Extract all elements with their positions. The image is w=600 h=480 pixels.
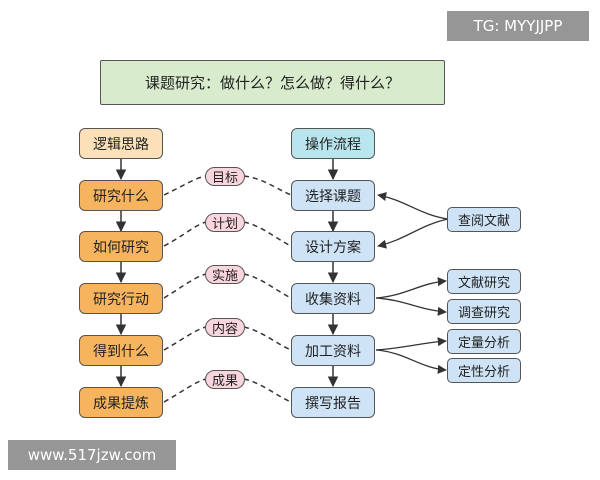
left-step-5: 成果提炼 — [79, 387, 163, 418]
link-tag-5: 成果 — [205, 370, 245, 389]
diagram-title: 课题研究：做什么？怎么做？得什么？ — [100, 60, 445, 105]
left-column-header: 逻辑思路 — [79, 128, 163, 159]
analysis-method-arrows — [375, 337, 447, 374]
left-step-3: 研究行动 — [79, 283, 163, 314]
dashed-links — [163, 175, 292, 403]
watermark-bottom-left: www.517jzw.com — [8, 440, 176, 470]
right-step-4: 加工资料 — [291, 335, 375, 366]
link-tag-3: 实施 — [205, 265, 245, 284]
right-step-1: 选择课题 — [291, 180, 375, 211]
collect-method-arrows — [375, 277, 447, 316]
analysis-method-2: 定性分析 — [447, 358, 521, 383]
analysis-method-1: 定量分析 — [447, 329, 521, 354]
link-tag-4: 内容 — [205, 318, 245, 337]
right-step-5: 撰写报告 — [291, 387, 375, 418]
left-step-1: 研究什么 — [79, 180, 163, 211]
right-column-header: 操作流程 — [291, 128, 375, 159]
link-tag-2: 计划 — [205, 213, 245, 232]
watermark-top-right: TG: MYYJJPP — [447, 11, 589, 41]
collect-method-1: 文献研究 — [447, 269, 521, 294]
right-step-3: 收集资料 — [291, 283, 375, 314]
left-step-4: 得到什么 — [79, 335, 163, 366]
link-tag-1: 目标 — [205, 167, 245, 186]
literature-review-box: 查阅文献 — [447, 207, 521, 232]
collect-method-2: 调查研究 — [447, 299, 521, 324]
literature-arrows — [377, 192, 449, 249]
left-step-2: 如何研究 — [79, 231, 163, 262]
right-step-2: 设计方案 — [291, 231, 375, 262]
